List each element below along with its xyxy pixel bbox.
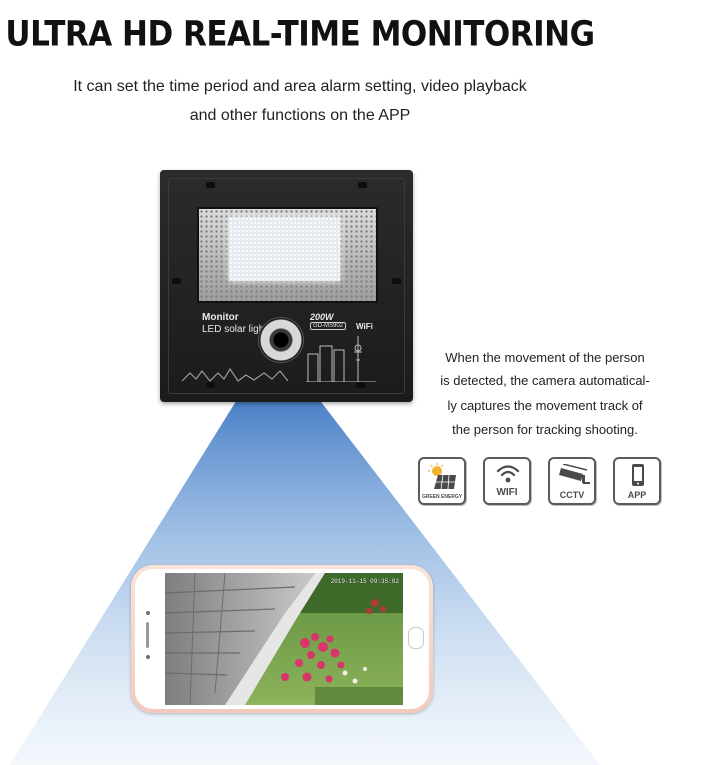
- camera-lens: [259, 318, 303, 362]
- phone-speaker: [146, 622, 149, 648]
- lamp-label-product: LED solar light: [202, 324, 268, 335]
- camera-feed-screen: 2019-11-15 09:35:02: [165, 573, 403, 705]
- reflector-panel: [197, 207, 378, 303]
- screw: [356, 382, 365, 388]
- screw: [358, 182, 367, 188]
- description-line-4: the person for tracking shooting.: [452, 422, 638, 437]
- description-line-3: ly captures the movement track of: [447, 398, 643, 413]
- solar-panel-icon: [428, 463, 456, 490]
- description-line-2: is detected, the camera automatical-: [440, 373, 650, 388]
- lamp-frame: [168, 178, 405, 394]
- cctv-icon: [559, 464, 590, 484]
- badge-label: CCTV: [559, 490, 585, 500]
- phone-sensor: [146, 611, 150, 615]
- badge-wifi: WIFI: [483, 457, 531, 505]
- screw: [392, 278, 401, 284]
- screw: [206, 382, 215, 388]
- screw: [172, 278, 181, 284]
- camera-feed-image: [165, 573, 403, 705]
- feed-timestamp: 2019-11-15 09:35:02: [330, 578, 399, 585]
- phone-bezel: 2019-11-15 09:35:02: [135, 569, 429, 709]
- subtitle-line-2: and other functions on the APP: [189, 107, 411, 124]
- badge-app: APP: [613, 457, 661, 505]
- badge-cctv: CCTV: [548, 457, 596, 505]
- decorative-scribble: [181, 367, 289, 382]
- screw: [206, 182, 215, 188]
- subtitle-line-1: It can set the time period and area alar…: [73, 78, 527, 95]
- home-button[interactable]: [408, 627, 424, 649]
- lamp-model: GD-MS902: [310, 322, 347, 330]
- led-array: [229, 217, 340, 281]
- badge-label: GREEN ENERGY: [421, 494, 463, 500]
- wifi-icon: [496, 465, 520, 483]
- lamp-wifi-label: WiFi: [356, 322, 373, 331]
- solar-floodlight-camera: Monitor LED solar light 200W GD-MS902 Wi…: [160, 170, 413, 402]
- smartphone-icon: [632, 464, 644, 486]
- skyline-graphic: [306, 336, 376, 382]
- phone-front-camera: [146, 655, 150, 659]
- badge-label: WIFI: [496, 487, 518, 498]
- lamp-label-monitor: Monitor: [202, 312, 239, 323]
- badge-label: APP: [627, 490, 647, 500]
- page-title: ULTRA HD REAL-TIME MONITORING: [5, 14, 595, 55]
- badge-green-energy: GREEN ENERGY: [418, 457, 466, 505]
- smartphone: 2019-11-15 09:35:02: [131, 565, 433, 713]
- description-line-1: When the movement of the person: [445, 350, 645, 365]
- lamp-wattage: 200W: [310, 312, 334, 322]
